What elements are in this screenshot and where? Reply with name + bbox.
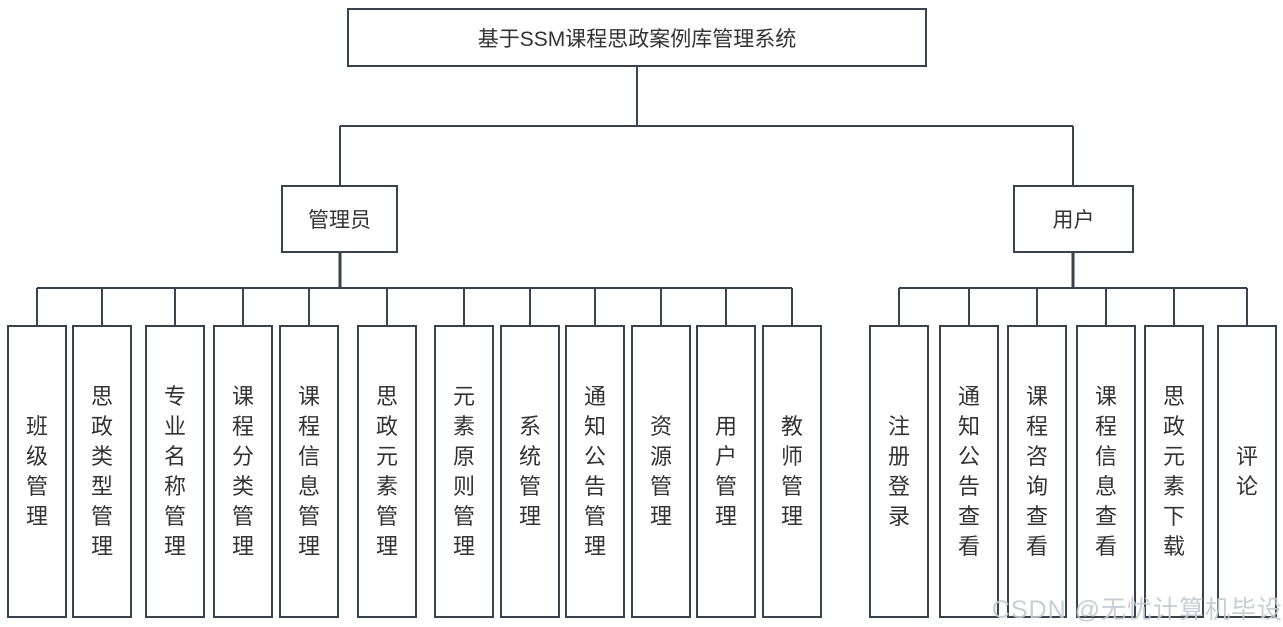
leaf-label: 思政类型管理 <box>90 383 113 559</box>
leaf-label: 元素原则管理 <box>452 383 475 559</box>
leaf-admin-teacher-management: 教师管理 <box>762 325 822 618</box>
root-node: 基于SSM课程思政案例库管理系统 <box>347 8 927 67</box>
leaf-label: 课程信息查看 <box>1094 383 1117 559</box>
leaf-label: 课程分类管理 <box>231 383 254 559</box>
leaf-user-course-consult-view: 课程咨询查看 <box>1007 325 1067 618</box>
root-node-label: 基于SSM课程思政案例库管理系统 <box>477 27 797 51</box>
leaf-admin-ideology-element-management: 思政元素管理 <box>357 325 417 618</box>
leaf-user-comment: 评论 <box>1217 325 1277 618</box>
leaf-admin-notice-management: 通知公告管理 <box>565 325 625 618</box>
csdn-watermark: CSDN @无忧计算机毕设 <box>991 596 1283 624</box>
leaf-label: 资源管理 <box>649 413 672 529</box>
leaf-admin-course-category-management: 课程分类管理 <box>213 325 273 618</box>
leaf-admin-ideology-type-management: 思政类型管理 <box>72 325 132 618</box>
leaf-label: 课程信息管理 <box>297 383 320 559</box>
leaf-label: 通知公告查看 <box>957 383 980 559</box>
admin-node: 管理员 <box>281 185 398 253</box>
user-node: 用户 <box>1013 185 1134 253</box>
leaf-admin-resource-management: 资源管理 <box>631 325 691 618</box>
leaf-label: 思政元素下载 <box>1162 383 1185 559</box>
leaf-label: 用户管理 <box>714 413 737 529</box>
leaf-admin-class-management: 班级管理 <box>7 325 67 618</box>
leaf-label: 评论 <box>1235 443 1258 499</box>
leaf-label: 专业名称管理 <box>163 383 186 559</box>
leaf-admin-major-name-management: 专业名称管理 <box>145 325 205 618</box>
leaf-user-notice-view: 通知公告查看 <box>939 325 999 618</box>
leaf-label: 教师管理 <box>780 413 803 529</box>
admin-node-label: 管理员 <box>308 209 371 232</box>
leaf-label: 课程咨询查看 <box>1025 383 1048 559</box>
leaf-admin-element-principle-management: 元素原则管理 <box>434 325 494 618</box>
leaf-label: 系统管理 <box>518 413 541 529</box>
leaf-label: 思政元素管理 <box>375 383 398 559</box>
leaf-user-ideology-element-download: 思政元素下载 <box>1144 325 1204 618</box>
leaf-admin-course-info-management: 课程信息管理 <box>279 325 339 618</box>
leaf-user-course-info-view: 课程信息查看 <box>1076 325 1136 618</box>
leaf-label: 注册登录 <box>887 413 910 529</box>
leaf-label: 班级管理 <box>25 413 48 529</box>
user-node-label: 用户 <box>1052 209 1095 232</box>
leaf-user-register-login: 注册登录 <box>869 325 929 618</box>
leaf-admin-user-management: 用户管理 <box>696 325 756 618</box>
leaf-label: 通知公告管理 <box>583 383 606 559</box>
leaf-admin-system-management: 系统管理 <box>500 325 560 618</box>
